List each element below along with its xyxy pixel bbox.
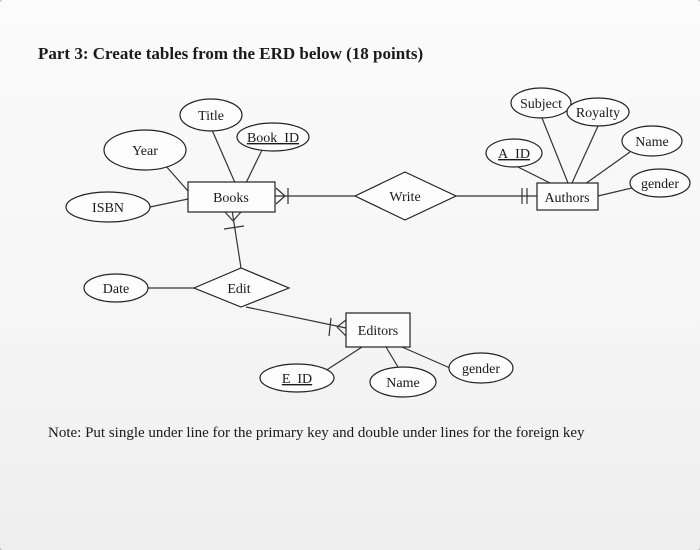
- attribute-author-gender: gender: [629, 168, 691, 198]
- cardinality-marks: [223, 187, 528, 337]
- line-title-books: [211, 129, 237, 186]
- attribute-date-label: Date: [103, 282, 129, 297]
- attribute-author-name-label: Name: [635, 135, 668, 150]
- books-write-crow-foot-mark-2: [275, 195, 286, 205]
- line-year-books: [164, 164, 189, 192]
- attribute-a-id: A_ID: [485, 138, 543, 168]
- attribute-book-id: Book_ID: [236, 122, 310, 152]
- books-edit-crow-foot-mark-2: [232, 211, 242, 222]
- attribute-title-label: Title: [198, 109, 224, 124]
- attribute-editor-name: Name: [369, 366, 437, 398]
- line-books-edit: [231, 209, 242, 269]
- line-aid-authors: [517, 166, 551, 184]
- books-edit-bar-mark: [223, 225, 245, 230]
- line-subject-authors: [541, 117, 569, 184]
- attribute-book-id-label: Book_ID: [247, 131, 299, 146]
- attribute-e-id-label: E_ID: [282, 372, 312, 387]
- attribute-royalty: Royalty: [566, 97, 630, 127]
- attribute-a-id-label: A_ID: [498, 147, 530, 162]
- attribute-author-name: Name: [621, 125, 683, 157]
- attribute-year-label: Year: [132, 144, 158, 159]
- attribute-e-id: E_ID: [259, 363, 335, 393]
- line-name-editors: [385, 346, 399, 368]
- relationship-write-label: Write: [389, 190, 420, 205]
- attribute-year: Year: [103, 129, 187, 171]
- entity-books-label: Books: [213, 191, 249, 206]
- line-edit-editors: [245, 306, 347, 329]
- editors-edit-crow-foot-mark-2: [336, 326, 347, 337]
- entity-authors-label: Authors: [544, 191, 589, 206]
- line-bookid-books: [244, 149, 263, 186]
- attribute-editor-gender-label: gender: [462, 362, 500, 377]
- attribute-subject: Subject: [510, 87, 572, 119]
- attribute-royalty-label: Royalty: [576, 106, 620, 121]
- foreign-key-note: Note: Put single under line for the prim…: [48, 425, 585, 441]
- line-eid-editors: [321, 346, 363, 374]
- books-edit-crow-foot-mark: [224, 211, 234, 222]
- attribute-editor-gender: gender: [448, 352, 514, 384]
- attribute-isbn-label: ISBN: [92, 201, 124, 216]
- attribute-editor-name-label: Name: [386, 376, 419, 391]
- attribute-isbn: ISBN: [65, 191, 151, 223]
- books-write-crow-foot-mark: [275, 187, 286, 197]
- attribute-author-gender-label: gender: [641, 177, 679, 192]
- relationship-edit-label: Edit: [227, 282, 250, 297]
- attribute-subject-label: Subject: [520, 97, 562, 112]
- entity-editors-label: Editors: [358, 324, 398, 339]
- part-3-heading: Part 3: Create tables from the ERD below…: [38, 44, 424, 63]
- line-gender-editors: [401, 346, 451, 369]
- line-isbn-books: [149, 198, 189, 208]
- connector-lines: [148, 117, 641, 374]
- attribute-date: Date: [83, 273, 149, 303]
- entity-books: Books: [187, 181, 276, 213]
- entity-editors: Editors: [345, 312, 411, 348]
- line-name-authors: [584, 151, 631, 185]
- editors-edit-bar-mark: [328, 317, 332, 337]
- entity-authors: Authors: [536, 182, 599, 211]
- attribute-title: Title: [179, 98, 243, 132]
- relationship-edit: Edit: [192, 267, 291, 308]
- line-royalty-authors: [571, 125, 599, 184]
- relationship-write: Write: [353, 171, 458, 221]
- editors-edit-crow-foot-mark: [336, 319, 347, 328]
